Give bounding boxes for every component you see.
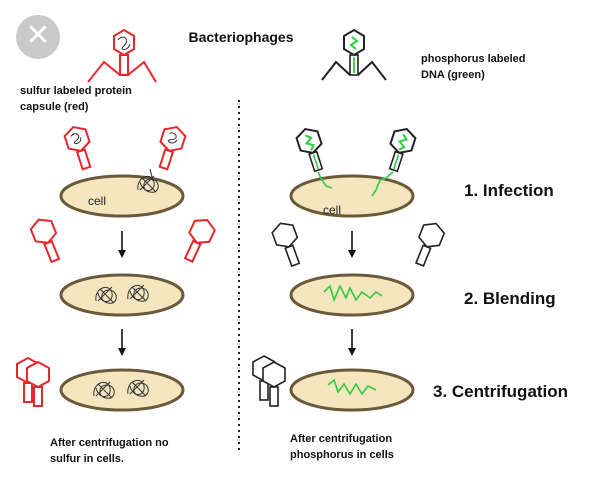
close-button[interactable]: ✕ (16, 15, 60, 59)
left-conclusion-line1: After centrifugation no (50, 437, 169, 449)
grey-phage-free-1 (269, 218, 307, 270)
close-icon[interactable]: ✕ (25, 18, 51, 53)
cell-right-blending (289, 273, 415, 317)
right-caption-line1: phosphorus labeled (421, 53, 526, 65)
cell-left-blending (59, 273, 185, 317)
red-phage-free-2 (177, 214, 219, 266)
step-blending: 2. Blending (464, 289, 556, 308)
grey-phage-pellet (252, 355, 286, 407)
green-phage-infecting-left (293, 124, 330, 175)
cell-left-centrifugation (59, 368, 185, 412)
right-conclusion-line2: phosphorus in cells (290, 449, 394, 461)
step-infection: 1. Infection (464, 181, 554, 200)
cell-label-left: cell (88, 194, 106, 208)
cell-left-infection (59, 174, 185, 218)
right-conclusion-line1: After centrifugation (290, 433, 392, 445)
cell-label-right: cell (323, 203, 341, 217)
green-phage-top (321, 28, 387, 81)
red-phage-free-1 (27, 214, 67, 266)
green-phage-infecting-right (382, 124, 419, 175)
diagram-title: Bacteriophages (188, 29, 293, 45)
red-phage-top (87, 28, 157, 83)
red-phage-pellet (16, 357, 50, 407)
left-caption-line2: capsule (red) (20, 101, 89, 113)
step-centrifugation: 3. Centrifugation (433, 382, 568, 401)
left-conclusion-line2: sulfur in cells. (50, 453, 124, 465)
left-caption-line1: sulfur labeled protein (20, 85, 132, 97)
right-caption-line2: DNA (green) (421, 69, 485, 81)
grey-phage-free-2 (408, 218, 448, 270)
red-phage-infecting-left (61, 122, 98, 173)
red-phage-infecting-right (152, 122, 189, 173)
cell-right-infection (289, 174, 415, 218)
